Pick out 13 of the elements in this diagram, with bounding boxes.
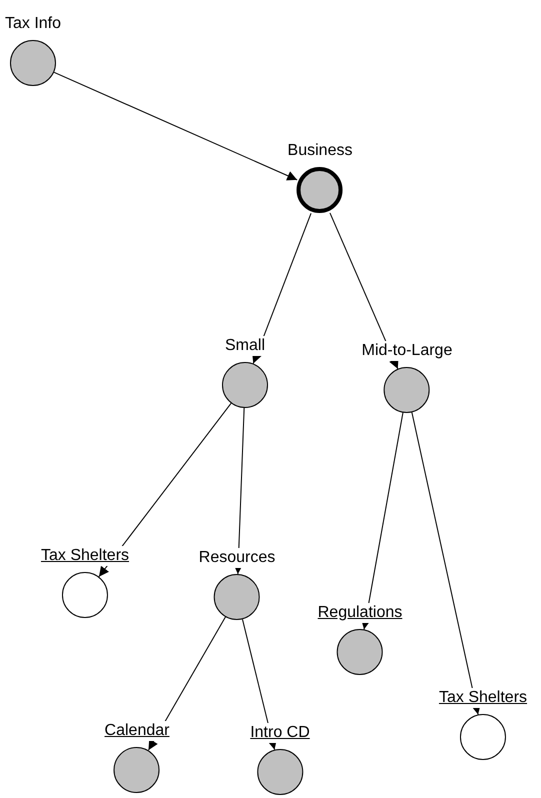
link-label: Tax Shelters — [40, 546, 130, 566]
link-label: Regulations — [316, 603, 404, 623]
link-label: Intro CD — [249, 723, 311, 743]
node-label: Mid-to-Large — [360, 341, 454, 361]
arrow — [98, 402, 232, 578]
arrow — [411, 412, 481, 716]
node-label: Small — [224, 336, 266, 356]
node-label: Resources — [198, 548, 276, 568]
arrow — [360, 412, 404, 630]
arrow — [54, 72, 298, 180]
link-label: Tax Shelters — [438, 688, 528, 708]
link-label: Calendar — [104, 721, 170, 741]
arrow — [233, 407, 245, 575]
